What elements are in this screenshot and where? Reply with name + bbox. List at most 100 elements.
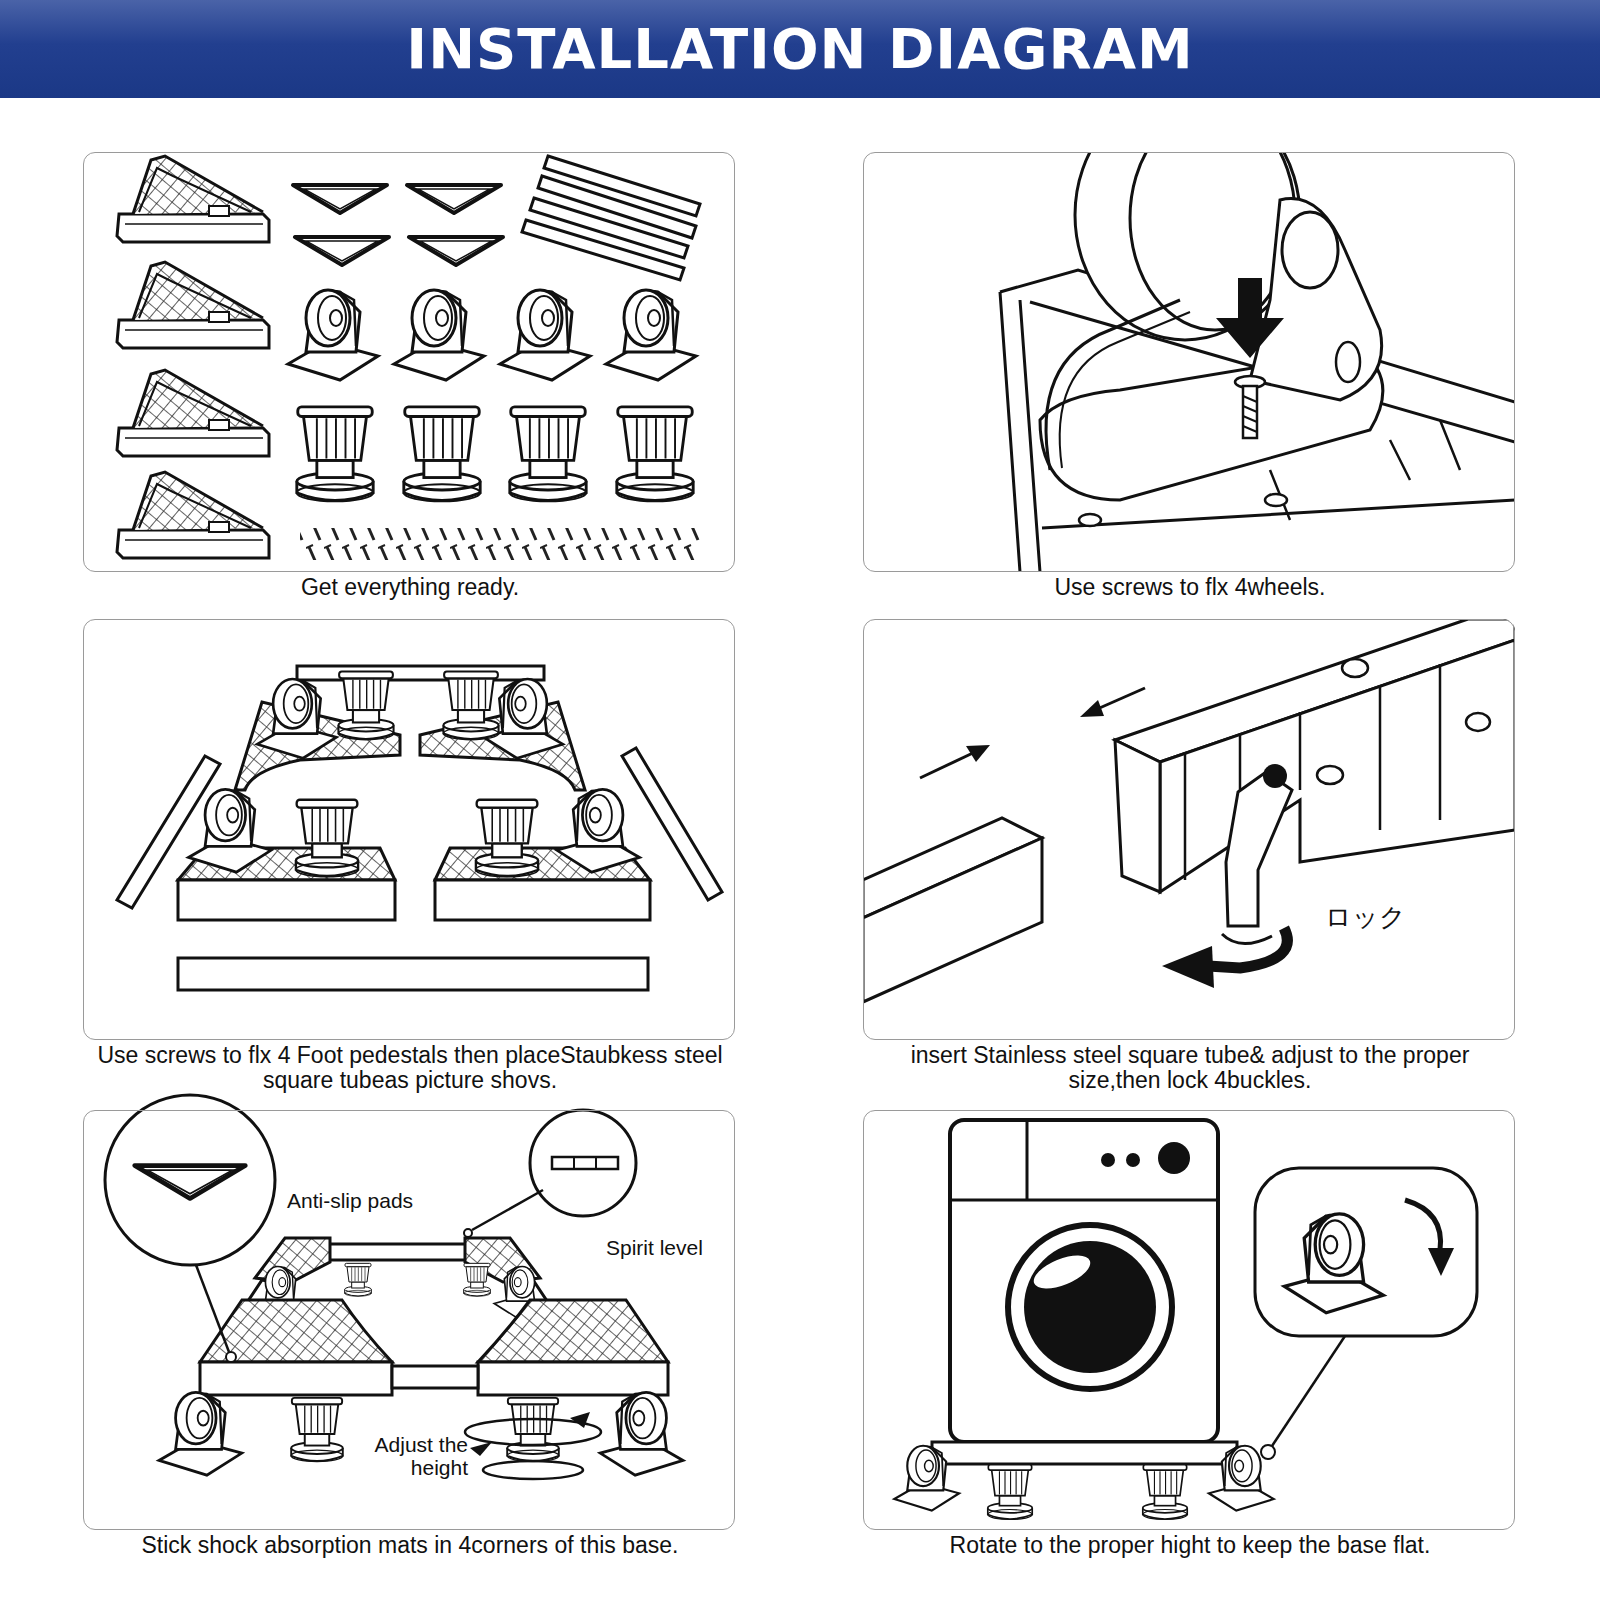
caster-wheel — [257, 679, 336, 758]
anti-slip-pad — [135, 1166, 246, 1199]
door-glass — [1024, 1241, 1156, 1373]
leader-line — [472, 1190, 543, 1230]
foot-pedestal — [510, 407, 586, 502]
corner-bracket — [478, 1362, 668, 1395]
arrow-head — [1080, 700, 1104, 717]
part-label: Spirit level — [606, 1236, 746, 1259]
leader-dot — [1261, 1445, 1275, 1459]
foot-pedestal — [464, 1263, 491, 1296]
screw-set — [300, 528, 702, 560]
step-panel: insert Stainless steel square tube& adju… — [863, 619, 1515, 1040]
foot-pedestal — [291, 1398, 343, 1462]
leader-line — [1272, 1336, 1345, 1446]
machine-door — [1008, 1225, 1172, 1389]
bolt-hole — [1265, 494, 1287, 506]
arrow-head — [1428, 1248, 1454, 1276]
foot-pedestal — [296, 800, 358, 877]
steel-tube — [297, 666, 544, 680]
step-caption: Get everything ready. — [84, 575, 736, 600]
part-label: ロック — [1325, 906, 1445, 929]
control-panel — [950, 1120, 1218, 1200]
anti-slip-pad — [295, 237, 389, 265]
arrow-head — [1162, 946, 1214, 988]
bracket-end — [1115, 740, 1160, 892]
wheel-hub — [1282, 212, 1338, 288]
down-arrow — [1216, 278, 1284, 358]
leader-line — [196, 1265, 229, 1352]
caster-wheel — [894, 1446, 959, 1511]
rotate-arrow — [1222, 934, 1272, 944]
step-panel: Rotate to the proper hight to keep the b… — [863, 1110, 1515, 1530]
bolt-hole — [1342, 659, 1368, 677]
control-knob — [1158, 1142, 1190, 1174]
step-caption: Stick shock absorption mats in 4corners … — [140, 1533, 680, 1558]
anti-slip-pad — [293, 185, 387, 213]
foot-pedestal — [476, 800, 538, 877]
spirit-level — [574, 1157, 596, 1169]
caster-wheel — [600, 1392, 683, 1475]
corner-bracket — [178, 880, 395, 920]
part-label: Adjust the height — [355, 1433, 468, 1479]
corner-bracket — [117, 156, 269, 242]
arrow-head — [570, 1412, 590, 1428]
bracket-edge — [1000, 270, 1515, 402]
anti-slip-pad — [407, 185, 501, 213]
foot-pedestal — [988, 1465, 1032, 1520]
rotation-mark — [483, 1461, 583, 1479]
lock-buckle — [1226, 772, 1292, 926]
wheel-fixing — [1000, 152, 1515, 572]
step-panel: Use screws to flx 4 Foot pedestals then … — [83, 619, 735, 1040]
glass-highlight — [1029, 1249, 1094, 1296]
caster-wheel — [557, 789, 640, 872]
screw-thread — [1243, 396, 1257, 432]
leader-dot — [464, 1229, 472, 1237]
foot-pedestal — [345, 1263, 372, 1296]
direction-arrow — [920, 752, 975, 778]
step-caption: Use screws to flx 4 Foot pedestals then … — [84, 1043, 736, 1093]
steel-tube — [863, 838, 1042, 1002]
frame-layout — [117, 666, 722, 990]
caster-wheel — [159, 1392, 242, 1475]
corner-bracket — [200, 1300, 392, 1362]
foot-pedestal — [443, 671, 498, 739]
control-knob — [1101, 1153, 1115, 1167]
bracket-edge — [1000, 292, 1040, 572]
callout-bubble — [1255, 1168, 1477, 1336]
machine-on-base — [894, 1120, 1477, 1520]
control-knob — [1126, 1153, 1140, 1167]
anti-slip-pad — [409, 237, 503, 265]
step-panel: Get everything ready. — [83, 152, 735, 572]
corner-bracket — [435, 880, 650, 920]
corner-bracket — [200, 1362, 392, 1395]
buckle-knob — [1263, 764, 1287, 788]
steel-tube — [178, 958, 648, 990]
fork-side — [1250, 199, 1382, 400]
step-caption: Use screws to flx 4wheels. — [864, 575, 1516, 600]
screw — [1243, 386, 1257, 438]
caster-wheel — [484, 679, 563, 758]
caster-wheel — [500, 290, 590, 380]
caster-wheel — [288, 290, 378, 380]
caster-wheel — [1284, 1214, 1383, 1313]
bracket-rib — [1185, 664, 1440, 880]
foot-pedestal — [297, 407, 373, 502]
corner-bracket — [117, 370, 269, 456]
foot-pedestal — [404, 407, 480, 502]
washing-machine — [950, 1120, 1218, 1442]
spirit-level — [552, 1157, 618, 1169]
corner-bracket — [117, 262, 269, 348]
assembled-base — [105, 1095, 683, 1479]
caster-wheel — [606, 290, 696, 380]
arrow-head — [470, 1442, 492, 1456]
foot-pedestal — [617, 407, 693, 502]
rotate-arrow — [1208, 928, 1287, 968]
direction-arrow — [1095, 688, 1145, 710]
parts-kit — [117, 156, 702, 560]
part-label: Anti-slip pads — [287, 1189, 487, 1212]
step-panel: Stick shock absorption mats in 4corners … — [83, 1110, 735, 1530]
leader-dot — [226, 1352, 236, 1362]
caster-wheel — [189, 789, 272, 872]
step-panel: Use screws to flx 4wheels. — [863, 152, 1515, 572]
